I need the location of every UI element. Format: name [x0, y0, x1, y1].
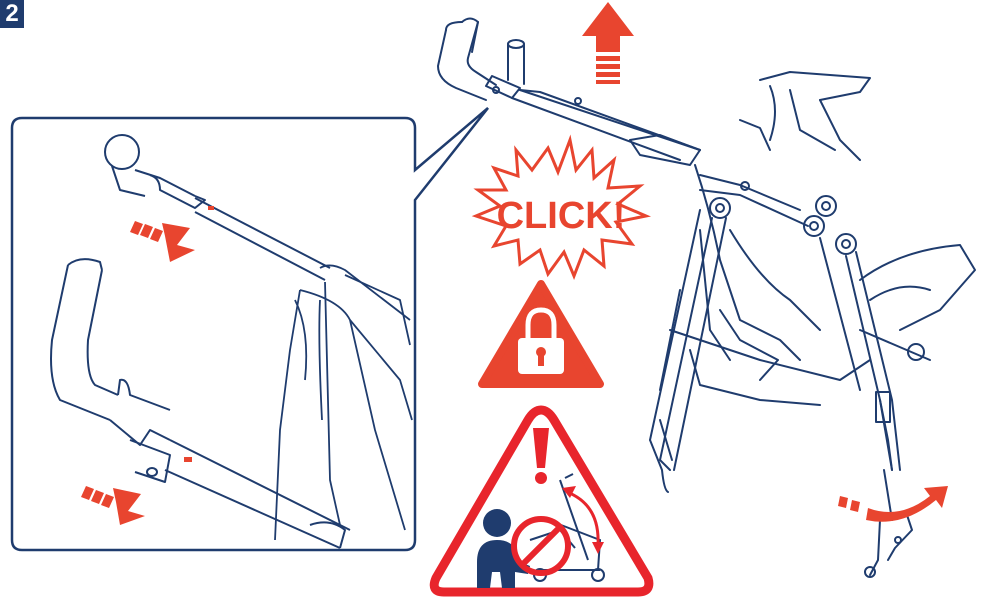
arrow-up-icon [582, 2, 634, 84]
child-prohibited-warning-icon [434, 410, 649, 592]
click-label: CLICK! [497, 195, 626, 237]
lock-icon [482, 284, 600, 384]
detail-inset-panel [12, 108, 488, 550]
click-burst: CLICK! [476, 140, 646, 276]
curved-rotate-arrow-icon [838, 486, 948, 522]
